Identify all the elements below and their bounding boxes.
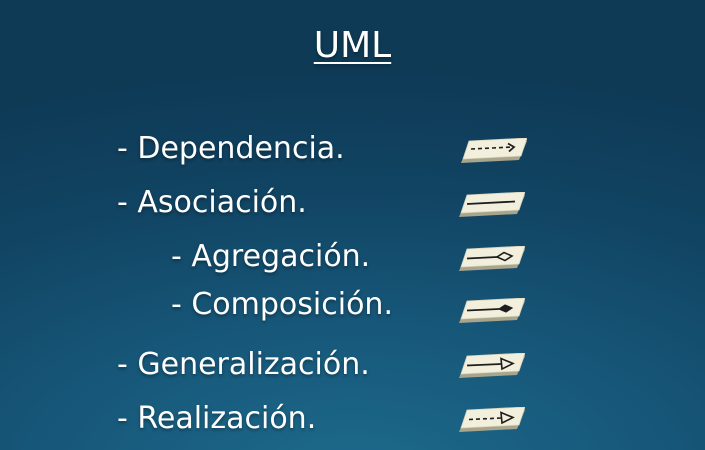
association-line-icon	[457, 192, 525, 220]
list-item-generalizacion: - Generalización.	[117, 347, 370, 382]
aggregation-diamond-icon	[457, 246, 525, 274]
dependency-arrow-icon	[459, 138, 527, 166]
list-item-realizacion: - Realización.	[117, 401, 317, 436]
list-item-asociacion: - Asociación.	[117, 185, 307, 220]
generalization-triangle-icon	[457, 353, 525, 381]
list-item-composicion: - Composición.	[171, 287, 393, 322]
composition-diamond-icon	[457, 298, 525, 326]
list-item-dependencia: - Dependencia.	[117, 131, 345, 166]
realization-triangle-icon	[457, 407, 525, 435]
slide-title: UML	[313, 25, 392, 66]
list-item-agregacion: - Agregación.	[171, 239, 371, 274]
